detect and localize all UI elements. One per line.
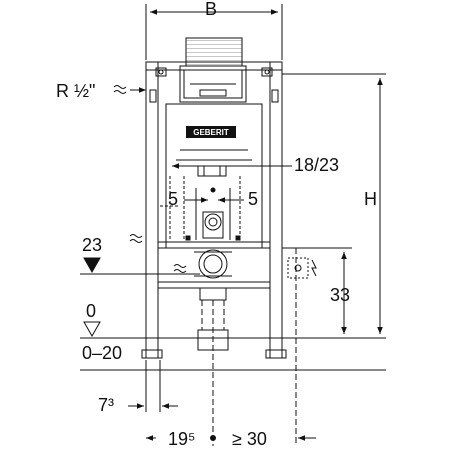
- label-actuator-offset: 18/23: [294, 155, 340, 175]
- dimension-23: [80, 257, 200, 275]
- dimension-b: [145, 4, 283, 60]
- dimension-h: [282, 73, 386, 334]
- label-center-offset: 19⁵: [168, 429, 196, 449]
- label-drain-height: 23: [82, 235, 103, 255]
- label-bracket-height: 33: [330, 285, 351, 305]
- brand-plate: GEBERIT: [186, 126, 236, 138]
- label-right-offset: 5: [248, 189, 259, 209]
- label-floor-level: 0: [86, 301, 97, 321]
- label-min-clearance: ≥ 30: [232, 429, 267, 449]
- label-leg-offset: 7³: [98, 395, 115, 415]
- label-supply-pipe: R ½": [56, 81, 96, 101]
- floor-lines: [80, 321, 386, 371]
- label-floor-range: 0–20: [82, 343, 123, 363]
- brand-text: GEBERIT: [193, 128, 229, 137]
- label-left-offset: 5: [168, 189, 179, 209]
- supply-marker: [113, 85, 187, 273]
- dimension-7-3: [128, 360, 178, 412]
- cistern-internals: [160, 149, 252, 241]
- electrical-box: [287, 257, 317, 279]
- dimension-bottom: [146, 248, 316, 446]
- dimension-33: [282, 247, 352, 334]
- frame: [141, 61, 287, 359]
- label-width-b: B: [205, 0, 218, 19]
- label-height-h: H: [364, 189, 377, 209]
